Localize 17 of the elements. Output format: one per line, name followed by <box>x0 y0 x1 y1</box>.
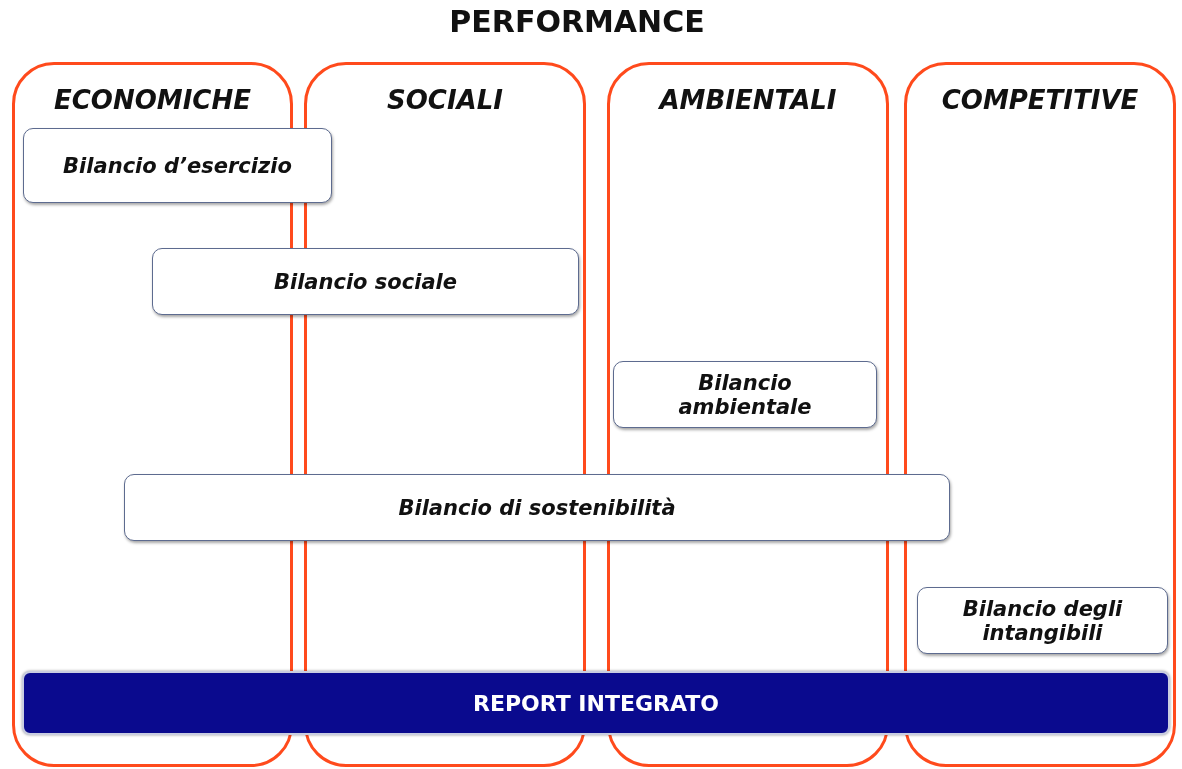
column-heading: SOCIALI <box>386 85 504 115</box>
report-box <box>917 587 1168 654</box>
report-box <box>152 248 579 315</box>
box-label: Bilancio ambientale <box>677 370 813 419</box>
box-label: Bilancio di sostenibilità <box>397 495 677 520</box>
box-label: Bilancio degli intangibili <box>961 596 1124 645</box>
box-label: REPORT INTEGRATO <box>471 690 721 716</box>
column-heading: COMPETITIVE <box>940 85 1140 115</box>
report-box <box>124 474 950 541</box>
column-heading: AMBIENTALI <box>657 85 838 115</box>
report-box <box>613 361 877 428</box>
column-heading: ECONOMICHE <box>53 85 252 115</box>
diagram-title: PERFORMANCE <box>448 4 706 39</box>
report-box <box>23 128 332 203</box>
box-label: Bilancio d’esercizio <box>62 153 293 178</box>
integrated-report-bar <box>22 671 1170 735</box>
box-label: Bilancio sociale <box>272 269 459 294</box>
